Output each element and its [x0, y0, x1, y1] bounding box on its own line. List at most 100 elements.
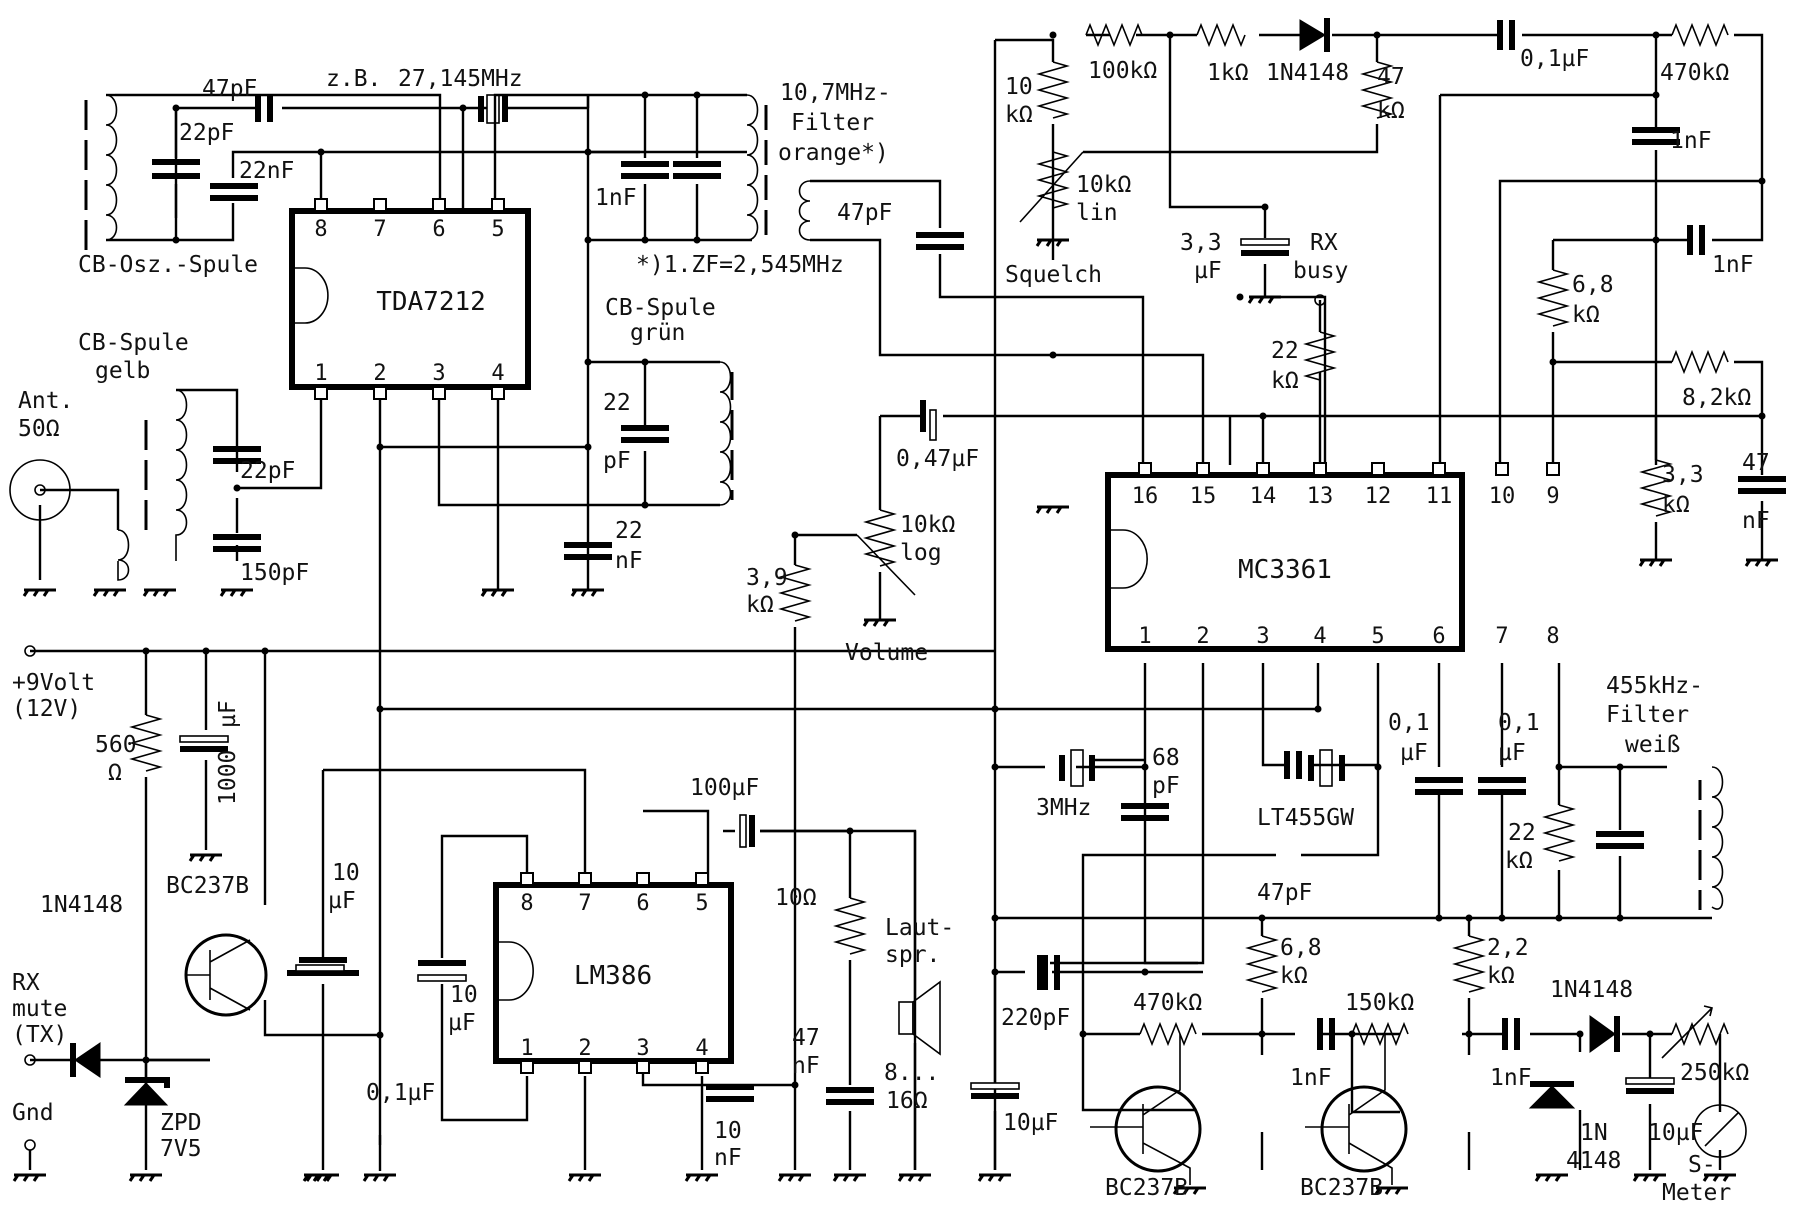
- label: µF: [328, 888, 356, 914]
- label: BC237B: [166, 873, 249, 899]
- label: 4148: [1566, 1148, 1621, 1174]
- label: grün: [630, 320, 685, 346]
- label: 100kΩ: [1088, 58, 1157, 84]
- label: pF: [603, 448, 631, 474]
- label: (TX): [12, 1022, 67, 1048]
- label: 8,2kΩ: [1682, 385, 1751, 411]
- pin-label: 8: [520, 891, 533, 916]
- label: log: [900, 540, 942, 566]
- label: Squelch: [1005, 262, 1102, 288]
- transistor-symbols: [184, 933, 1408, 1185]
- label: 10µF: [1648, 1120, 1703, 1146]
- pin-label: 5: [695, 891, 708, 916]
- pin-label: 1: [314, 361, 327, 386]
- label: Laut-: [885, 915, 954, 941]
- pin-label: 1: [1138, 624, 1151, 649]
- label: 0,1µF: [1520, 46, 1589, 72]
- label: RX: [1310, 230, 1338, 256]
- misc-symbols: [9, 294, 1747, 1158]
- label: 0,1µF: [366, 1080, 435, 1106]
- label: RX: [12, 970, 40, 996]
- label: Gnd: [12, 1100, 54, 1126]
- label: 47pF: [202, 76, 257, 102]
- label: µF: [1498, 740, 1526, 766]
- label: 1nF: [1290, 1065, 1332, 1091]
- pin-label: 3: [636, 1036, 649, 1061]
- label: CB-Spule: [605, 295, 716, 321]
- label: 1N4148: [1550, 977, 1633, 1003]
- label: 10kΩ: [900, 512, 956, 538]
- pin-label: 14: [1250, 484, 1277, 509]
- label: 1000: [215, 750, 241, 805]
- label: kΩ: [1487, 963, 1515, 989]
- label: kΩ: [1505, 848, 1533, 874]
- label: 0,1: [1388, 710, 1430, 736]
- label: 10: [714, 1118, 742, 1144]
- ic-mc3361: [1105, 462, 1560, 652]
- label: 3,3: [1180, 230, 1222, 256]
- label: 47: [1377, 64, 1405, 90]
- label: µF: [448, 1010, 476, 1036]
- label: 10,7MHz-: [780, 80, 891, 106]
- pin-label: 16: [1132, 484, 1159, 509]
- pin-label: 3: [432, 361, 445, 386]
- coil-symbols: [84, 94, 1724, 910]
- pin-label: 4: [1313, 624, 1326, 649]
- label: 0,47µF: [896, 446, 979, 472]
- label: nF: [714, 1145, 742, 1171]
- label: ZPD: [160, 1110, 202, 1136]
- label: +9Volt: [12, 670, 95, 696]
- pin-label: 5: [491, 217, 504, 242]
- label: µF: [1400, 740, 1428, 766]
- pin-label: 6: [636, 891, 649, 916]
- label: 3MHz: [1036, 795, 1091, 821]
- pin-label: 7: [578, 891, 591, 916]
- label: kΩ: [1280, 963, 1308, 989]
- label: weiß: [1625, 732, 1680, 758]
- label: gelb: [95, 358, 150, 384]
- label: 22: [615, 518, 643, 544]
- label: 68: [1152, 745, 1180, 771]
- label: 50Ω: [18, 416, 60, 442]
- label: 47: [792, 1025, 820, 1051]
- label: BC237B: [1300, 1175, 1383, 1201]
- pin-label: 4: [491, 361, 504, 386]
- label: 10µF: [1003, 1110, 1058, 1136]
- label: 100µF: [690, 775, 759, 801]
- pin-label: 11: [1426, 484, 1453, 509]
- label: 27,145MHz: [398, 66, 523, 92]
- label: S-: [1688, 1152, 1716, 1178]
- wires: [28, 33, 1764, 1171]
- label: CB-Spule: [78, 330, 189, 356]
- label: 1N4148: [40, 892, 123, 918]
- label: *)1.ZF=2,545MHz: [636, 252, 844, 278]
- ic-name: MC3361: [1238, 555, 1332, 585]
- capacitor-symbols: [152, 20, 1786, 1105]
- label: µF: [215, 700, 241, 728]
- pin-label: 15: [1190, 484, 1217, 509]
- label: (12V): [12, 696, 81, 722]
- pin-label: 2: [373, 361, 386, 386]
- pin-label: 4: [695, 1036, 708, 1061]
- label: 560: [95, 732, 137, 758]
- pin-label: 8: [1546, 624, 1559, 649]
- pin-label: 7: [1495, 624, 1508, 649]
- pin-label: 6: [432, 217, 445, 242]
- label: Filter: [1606, 702, 1689, 728]
- label: 8...: [884, 1060, 939, 1086]
- label: 1nF: [595, 185, 637, 211]
- label: 3,3: [1662, 462, 1704, 488]
- label: Filter: [791, 110, 874, 136]
- label: 250kΩ: [1680, 1060, 1749, 1086]
- label: Volume: [845, 640, 928, 666]
- label: 470kΩ: [1133, 990, 1202, 1016]
- pin-label: 8: [314, 217, 327, 242]
- label: z.B.: [326, 66, 381, 92]
- label: 1nF: [1490, 1065, 1532, 1091]
- label: CB-Osz.-Spule: [78, 252, 258, 278]
- label: 1N4148: [1266, 60, 1349, 86]
- label: 455kHz-: [1606, 673, 1703, 699]
- label: 3,9: [746, 565, 788, 591]
- label: pF: [1152, 773, 1180, 799]
